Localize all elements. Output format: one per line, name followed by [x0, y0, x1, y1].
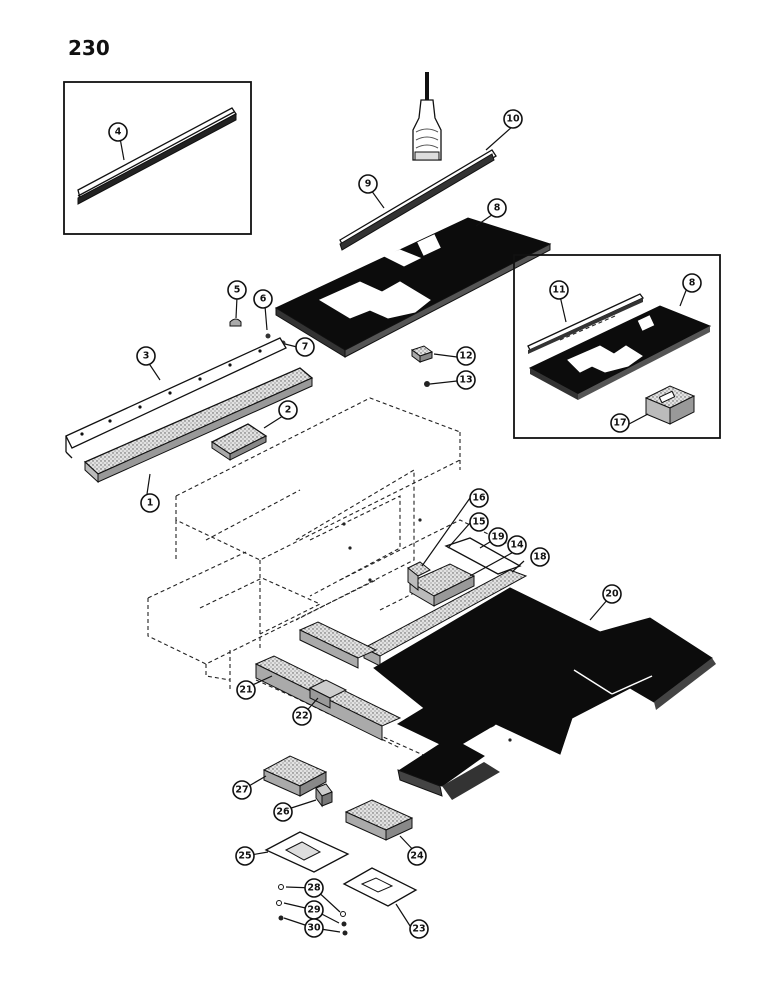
callout: 16: [469, 488, 489, 508]
page-number: 230: [68, 36, 110, 60]
trim-strip-9: [339, 149, 497, 251]
svg-text:23: 23: [412, 924, 425, 935]
callout: 5: [227, 280, 247, 300]
foam-pad-27: [262, 755, 328, 797]
gearshift-boot: [412, 72, 442, 161]
trim-strip-4: [77, 107, 237, 205]
foam-pad-24: [344, 799, 414, 841]
svg-text:8: 8: [689, 278, 696, 289]
svg-text:18: 18: [533, 552, 547, 563]
svg-text:11: 11: [552, 285, 565, 296]
svg-text:25: 25: [238, 851, 251, 862]
callout: 29: [304, 900, 324, 920]
floor-mat-8-alt: [528, 305, 712, 400]
callout: 11: [549, 280, 569, 300]
callout: 8: [487, 198, 507, 218]
callout: 24: [407, 846, 427, 866]
callout: 22: [292, 706, 312, 726]
svg-text:30: 30: [307, 923, 321, 934]
callout: 2: [278, 400, 298, 420]
callout: 15: [469, 512, 489, 532]
foam-strips-21-22: [254, 621, 402, 741]
svg-text:8: 8: [494, 203, 501, 214]
callout: 18: [530, 547, 550, 567]
console-17: [644, 385, 696, 425]
svg-text:4: 4: [115, 127, 122, 138]
trim-strip-3: [65, 337, 287, 459]
callout: 17: [610, 413, 630, 433]
svg-text:16: 16: [472, 493, 486, 504]
svg-text:3: 3: [143, 351, 150, 362]
svg-text:22: 22: [295, 711, 308, 722]
callout: 28: [304, 878, 324, 898]
callout: 1: [140, 493, 160, 513]
callout: 19: [488, 527, 508, 547]
svg-text:13: 13: [459, 375, 472, 386]
svg-text:28: 28: [307, 883, 321, 894]
leader-lines: [119, 125, 688, 933]
callout: 12: [456, 346, 476, 366]
callout: 4: [108, 122, 128, 142]
callout: 7: [295, 337, 315, 357]
callouts: 1 2 3 4 5 6 7 8 9 10 11 8 12 13 14 15 16…: [108, 109, 702, 939]
cover-plate-23: [342, 867, 418, 907]
callout: 26: [273, 802, 293, 822]
svg-text:6: 6: [260, 294, 267, 305]
callout: 8: [682, 273, 702, 293]
svg-text:2: 2: [285, 405, 292, 416]
callout: 25: [235, 846, 255, 866]
svg-text:10: 10: [506, 114, 520, 125]
callout: 10: [503, 109, 523, 129]
seat-base-parts: [362, 537, 528, 667]
inset-box-trim-strip: [63, 81, 252, 235]
svg-text:21: 21: [239, 685, 252, 696]
svg-text:5: 5: [234, 285, 241, 296]
callout: 20: [602, 584, 622, 604]
callout: 27: [232, 780, 252, 800]
cover-plate-25: [264, 831, 350, 873]
svg-text:27: 27: [235, 785, 248, 796]
callout: 3: [136, 346, 156, 366]
floor-mat-8: [274, 217, 552, 358]
svg-text:20: 20: [605, 589, 619, 600]
clip-12-and-nut-13: [410, 345, 434, 387]
svg-text:29: 29: [307, 905, 320, 916]
callout: 23: [409, 919, 429, 939]
svg-text:12: 12: [459, 351, 472, 362]
svg-text:9: 9: [365, 179, 372, 190]
svg-text:26: 26: [276, 807, 290, 818]
foam-block-26: [315, 783, 333, 808]
callout: 14: [507, 535, 527, 555]
hardware-28-29-30: [276, 884, 348, 936]
svg-text:19: 19: [491, 532, 504, 543]
svg-text:15: 15: [472, 517, 485, 528]
callout: 21: [236, 680, 256, 700]
callout: 13: [456, 370, 476, 390]
svg-text:1: 1: [147, 498, 154, 509]
callout: 9: [358, 174, 378, 194]
foam-pad-2: [210, 423, 268, 461]
trim-strip-11: [527, 293, 645, 354]
svg-text:7: 7: [302, 342, 309, 353]
callout: 6: [253, 289, 273, 309]
floor-mat-20: [373, 587, 716, 800]
svg-text:24: 24: [410, 851, 424, 862]
callout: 30: [304, 918, 324, 938]
svg-text:17: 17: [613, 418, 626, 429]
svg-text:14: 14: [510, 540, 524, 551]
foam-strip-1: [83, 367, 314, 484]
inset-box-alt-mat: [513, 254, 721, 439]
